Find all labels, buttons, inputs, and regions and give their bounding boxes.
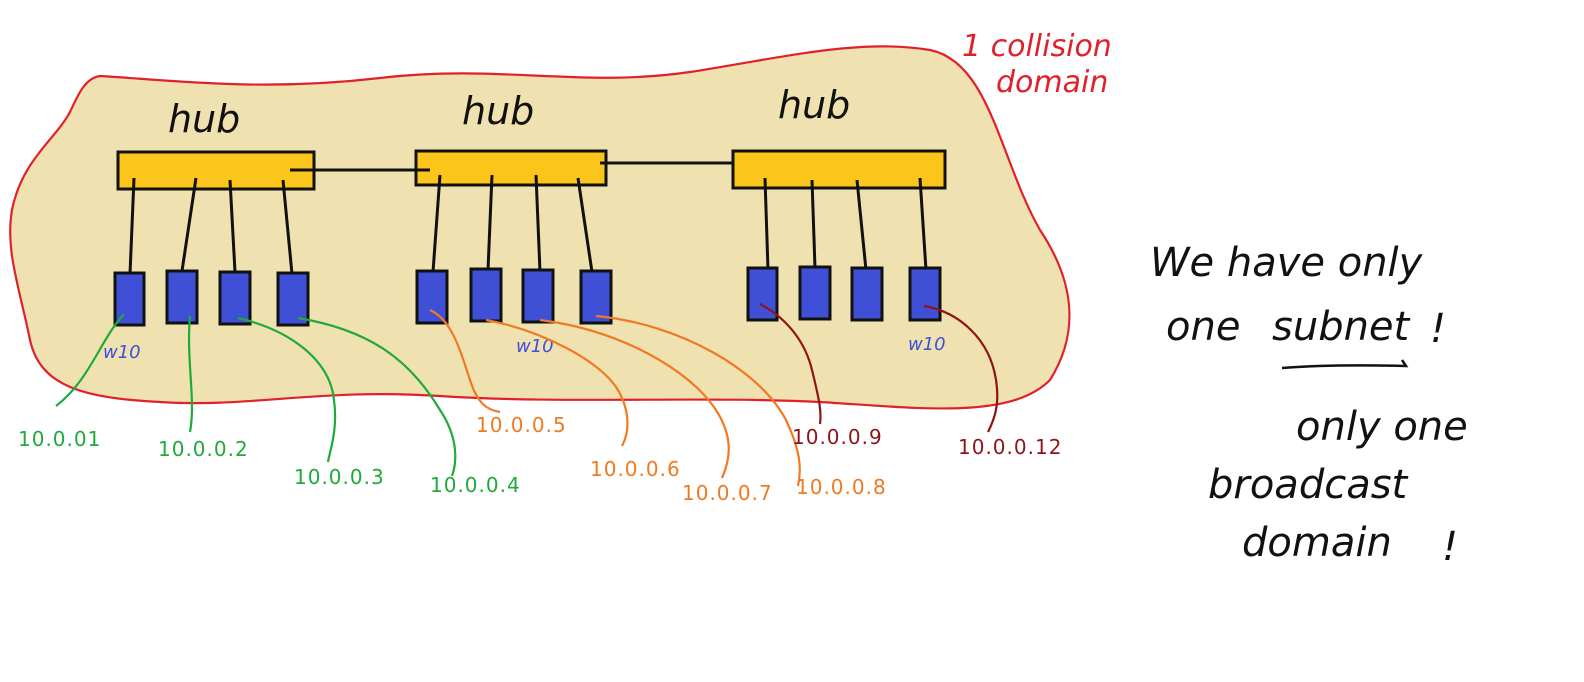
host-2-4 (579, 269, 613, 325)
host-3-2 (798, 265, 832, 321)
host-3-3 (850, 266, 884, 322)
leader-1-4 (297, 316, 457, 477)
ip-label-3-4: 10.0.0.12 (958, 435, 1062, 459)
ip-label-1-3: 10.0.0.3 (294, 465, 385, 489)
leader-2-2 (485, 318, 629, 447)
note-domain: domain (1242, 520, 1392, 566)
hub-label-2: hub (462, 89, 534, 133)
leader-1-3 (237, 316, 337, 463)
cable-1-1 (128, 177, 136, 275)
ip-label-3-1: 10.0.0.9 (792, 425, 883, 449)
note-broadcast: broadcast (1208, 462, 1409, 508)
w10-label-2: w10 (516, 336, 554, 357)
host-3-4 (908, 266, 942, 322)
host-1-3 (218, 270, 252, 326)
ip-label-1-2: 10.0.0.2 (158, 437, 249, 461)
host-2-2 (469, 267, 503, 323)
leader-2-1 (429, 308, 501, 414)
note-one: one (1166, 304, 1240, 350)
host-2-3 (521, 268, 555, 324)
cable-2-1 (431, 174, 442, 273)
host-1-4 (276, 271, 310, 327)
note-subnet: subnet (1272, 304, 1411, 350)
cable-3-1 (763, 177, 770, 271)
cable-2-4 (576, 177, 594, 273)
hub-label-1: hub (168, 97, 240, 141)
ip-label-2-4: 10.0.0.8 (796, 475, 887, 499)
ip-label-2-1: 10.0.0.5 (476, 413, 567, 437)
cable-2-3 (534, 174, 542, 273)
leader-2-4 (595, 314, 801, 487)
ip-label-2-2: 10.0.0.6 (590, 457, 681, 481)
ip-label-1-1: 10.0.01 (18, 427, 101, 451)
leader-1-1 (55, 313, 125, 407)
hub-label-3: hub (778, 83, 850, 127)
subnet-underline (1281, 359, 1409, 370)
note-we-have-only: We have only (1150, 240, 1424, 286)
leader-2-3 (539, 318, 730, 479)
cable-3-3 (855, 179, 868, 271)
ip-label-2-3: 10.0.0.7 (682, 481, 773, 505)
host-1-1 (113, 271, 146, 327)
note-exclamation-1: ! (1430, 306, 1446, 352)
note-only-one: only one (1296, 404, 1468, 450)
host-2-1 (415, 269, 449, 325)
cable-1-4 (281, 179, 294, 275)
w10-label-1: w10 (103, 342, 141, 363)
ip-label-1-4: 10.0.0.4 (430, 473, 521, 497)
hub-3 (731, 149, 947, 190)
w10-label-3: w10 (908, 334, 946, 355)
host-1-2 (165, 269, 199, 325)
cable-1-3 (228, 179, 237, 273)
collision-domain-label-line1: 1 collision (962, 29, 1112, 64)
note-exclamation-2: ! (1442, 524, 1458, 570)
hub-2 (414, 149, 608, 187)
leader-1-2 (187, 315, 194, 433)
leader-3-4 (923, 304, 999, 433)
collision-domain-label-line2: domain (996, 65, 1108, 100)
cable-1-2 (180, 177, 198, 272)
cable-2-2 (486, 174, 494, 271)
cable-3-2 (810, 179, 817, 269)
cable-3-4 (918, 177, 928, 271)
leader-3-1 (759, 303, 822, 425)
hub-1 (116, 150, 316, 191)
